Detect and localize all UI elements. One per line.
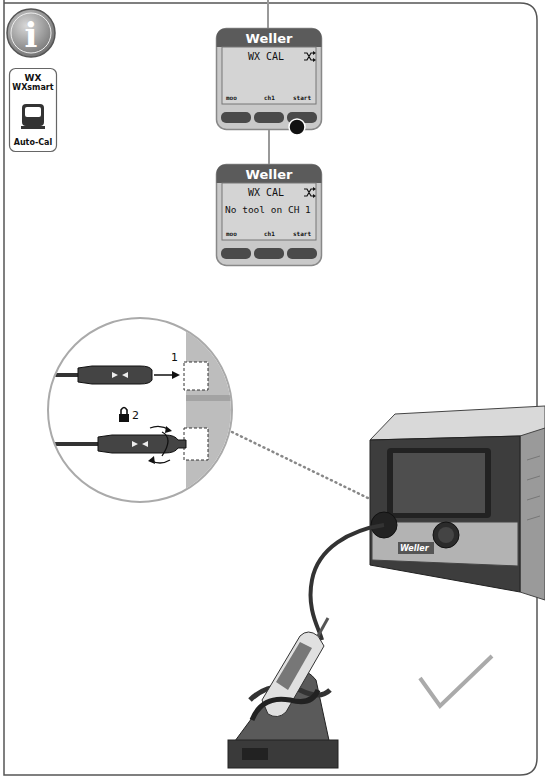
brand-logo: Weller (400, 544, 429, 553)
magnifier (40, 310, 246, 510)
node-text: Auto-Cal (9, 138, 57, 147)
node-text: start (293, 94, 311, 101)
node-text: start (293, 230, 311, 237)
info-icon: i (6, 8, 56, 58)
node-text: ch1 (264, 230, 275, 237)
check-mark (420, 656, 492, 706)
callout-number: 2 (132, 409, 139, 422)
node-text: No tool on CH 1 (225, 204, 311, 215)
soldering-station (311, 406, 545, 640)
callout-number: 1 (171, 351, 178, 364)
node-text: ch1 (264, 94, 275, 101)
page-frame (4, 0, 537, 775)
flow-line (268, 130, 270, 164)
iron-holder (228, 618, 338, 768)
model-badge: WXWXsmartAuto-Cal (9, 68, 57, 152)
node-text: WX CAL (248, 187, 284, 198)
flow-line (267, 0, 269, 28)
node-text: Weller (216, 31, 322, 46)
node-text: Weller (216, 167, 322, 182)
node-text: moo (226, 94, 237, 101)
node-text: WX (9, 73, 57, 83)
node-text: WXsmart (9, 83, 57, 92)
node-text: moo (226, 230, 237, 237)
leader-line (232, 432, 372, 500)
node-text: i (6, 15, 56, 55)
station-display: Weller WX CAL No tool on CH 1 moo ch1 start (216, 164, 322, 266)
station-display: Weller WX CAL moo ch1 start (216, 28, 322, 130)
node-text: WX CAL (248, 51, 284, 62)
